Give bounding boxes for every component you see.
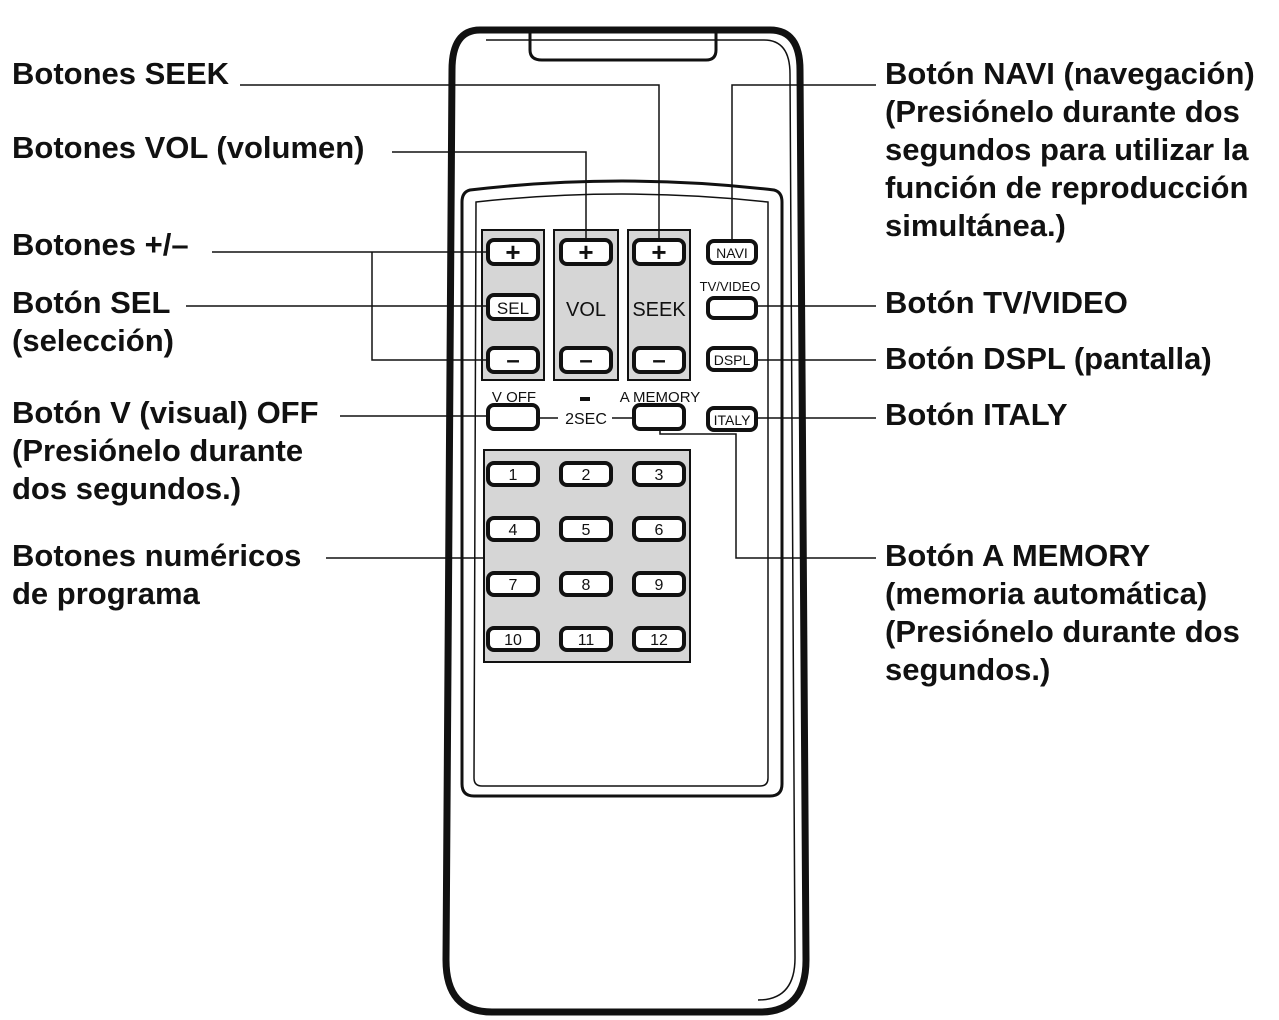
number-button-5[interactable] (559, 516, 613, 542)
number-label-11: 11 (578, 632, 595, 649)
leader-navi (731, 84, 876, 241)
seek-plus-label: + (651, 237, 666, 267)
v-off-label: V OFF (492, 389, 536, 406)
seek-group-label: SEEK (632, 299, 686, 321)
callout-sel-line-2: (selección) (12, 323, 174, 358)
number-button-10[interactable] (486, 626, 540, 652)
vol-group-label: VOL (566, 299, 606, 321)
callout-vol-line-1: Botones VOL (volumen) (12, 130, 365, 165)
callout-vol: Botones VOL (volumen) (12, 129, 365, 167)
dspl-label: DSPL (714, 352, 751, 368)
leader-a-memory (659, 429, 876, 559)
callout-italy: Botón ITALY (885, 396, 1068, 434)
number-label-9: 9 (655, 577, 664, 594)
tv-video-button[interactable] (706, 296, 758, 320)
number-button-4[interactable] (486, 516, 540, 542)
callout-a-memory: Botón A MEMORY (memoria automática) (Pre… (885, 537, 1240, 689)
number-label-3: 3 (655, 467, 664, 484)
callout-plus-minus-line-1: Botones +/– (12, 227, 189, 262)
callout-a-memory-line-1: Botón A MEMORY (885, 538, 1151, 573)
v-off-button[interactable] (486, 403, 540, 431)
number-button-2[interactable] (559, 461, 613, 487)
callout-numeric-line-2: de programa (12, 576, 200, 611)
callout-navi-line-2: (Presiónelo durante dos (885, 94, 1240, 129)
callout-navi: Botón NAVI (navegación) (Presiónelo dura… (885, 55, 1255, 245)
minus-label: – (506, 347, 519, 374)
vol-minus-button[interactable] (559, 346, 613, 374)
italy-label: ITALY (714, 412, 751, 428)
sel-label: SEL (497, 299, 529, 318)
tv-video-label: TV/VIDEO (700, 279, 761, 294)
number-label-7: 7 (509, 577, 518, 594)
number-label-5: 5 (582, 522, 591, 539)
plus-label: + (505, 237, 520, 267)
dspl-button[interactable] (706, 346, 758, 372)
callout-italy-line-1: Botón ITALY (885, 397, 1068, 432)
ir-window (528, 33, 718, 62)
leader-lines (186, 84, 876, 559)
vol-minus-label: – (579, 347, 592, 374)
callout-tv-video-line-1: Botón TV/VIDEO (885, 285, 1128, 320)
two-sec-indicator (580, 397, 590, 401)
sel-button[interactable] (486, 293, 540, 321)
number-button-6[interactable] (632, 516, 686, 542)
a-memory-button[interactable] (632, 403, 686, 431)
leader-vol (392, 151, 587, 240)
callout-sel: Botón SEL (selección) (12, 284, 174, 360)
number-label-2: 2 (582, 467, 591, 484)
number-label-8: 8 (582, 577, 591, 594)
callout-navi-line-3: segundos para utilizar la (885, 132, 1249, 167)
number-button-1[interactable] (486, 461, 540, 487)
number-button-3[interactable] (632, 461, 686, 487)
callout-dspl-line-1: Botón DSPL (pantalla) (885, 341, 1212, 376)
callout-a-memory-line-3: (Presiónelo durante dos (885, 614, 1240, 649)
leader-seek (240, 84, 660, 240)
number-button-11[interactable] (559, 626, 613, 652)
callout-navi-line-5: simultánea.) (885, 208, 1066, 243)
number-label-1: 1 (509, 467, 518, 484)
button-panel-inner (473, 193, 769, 787)
two-sec-label: 2SEC (565, 411, 607, 428)
callout-numeric-line-1: Botones numéricos (12, 538, 302, 573)
number-button-8[interactable] (559, 571, 613, 597)
callout-voff-line-2: (Presiónelo durante (12, 433, 304, 468)
callout-voff: Botón V (visual) OFF (Presiónelo durante… (12, 394, 319, 508)
callout-navi-line-4: función de reproducción (885, 170, 1249, 205)
callout-numeric: Botones numéricos de programa (12, 537, 301, 613)
number-label-6: 6 (655, 522, 664, 539)
callout-dspl: Botón DSPL (pantalla) (885, 340, 1212, 378)
seek-minus-label: – (652, 347, 665, 374)
callout-a-memory-line-2: (memoria automática) (885, 576, 1208, 611)
a-memory-label: A MEMORY (620, 389, 701, 406)
number-label-10: 10 (504, 632, 522, 649)
number-button-9[interactable] (632, 571, 686, 597)
callout-seek: Botones SEEK (12, 55, 229, 93)
callout-plus-minus: Botones +/– (12, 226, 189, 264)
callout-navi-line-1: Botón NAVI (navegación) (885, 56, 1255, 91)
callout-voff-line-3: dos segundos.) (12, 471, 242, 506)
remote-body-inner-edge (486, 39, 796, 1001)
italy-button[interactable] (706, 406, 758, 432)
number-button-12[interactable] (632, 626, 686, 652)
seek-minus-button[interactable] (632, 346, 686, 374)
callout-sel-line-1: Botón SEL (12, 285, 171, 320)
number-label-12: 12 (650, 632, 668, 649)
callout-a-memory-line-4: segundos.) (885, 652, 1051, 687)
callout-tv-video: Botón TV/VIDEO (885, 284, 1128, 322)
number-button-7[interactable] (486, 571, 540, 597)
vol-plus-label: + (578, 237, 593, 267)
callout-voff-line-1: Botón V (visual) OFF (12, 395, 319, 430)
number-label-4: 4 (509, 522, 518, 539)
callout-seek-line-1: Botones SEEK (12, 56, 230, 91)
navi-label: NAVI (716, 245, 748, 261)
leader-plus-minus-bracket (371, 252, 488, 361)
